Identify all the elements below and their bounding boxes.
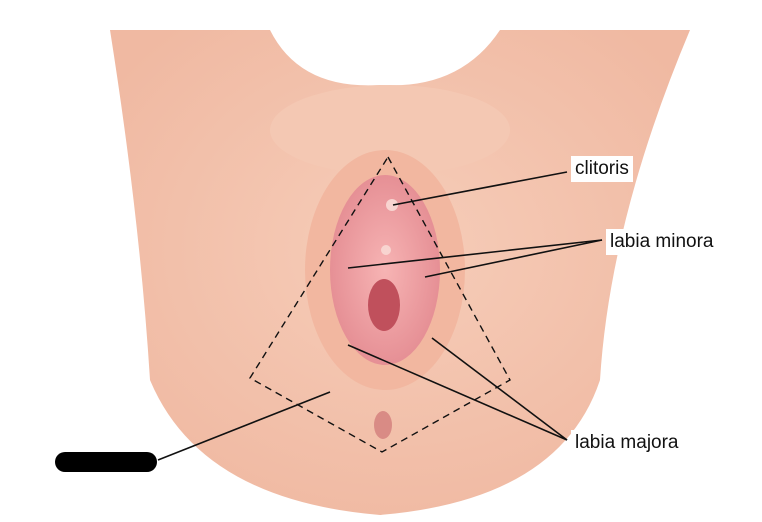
perineum-outline xyxy=(249,155,511,453)
leader-perineum xyxy=(157,391,331,461)
leader-clitoris xyxy=(392,171,568,206)
anus xyxy=(374,411,392,439)
leader-minora-2 xyxy=(424,239,603,278)
leader-minora-1 xyxy=(347,239,603,269)
leader-majora-1 xyxy=(347,344,568,441)
leader-majora-2 xyxy=(431,337,568,441)
label-labia-minora: labia minora xyxy=(606,229,718,255)
label-labia-majora: labia majora xyxy=(571,430,683,456)
labia-minora-shape xyxy=(330,175,440,365)
label-perineum-redacted xyxy=(55,452,157,472)
clitoris-shape xyxy=(386,199,398,211)
vaginal-opening xyxy=(368,279,400,331)
mons xyxy=(270,85,510,175)
label-clitoris: clitoris xyxy=(571,156,633,182)
